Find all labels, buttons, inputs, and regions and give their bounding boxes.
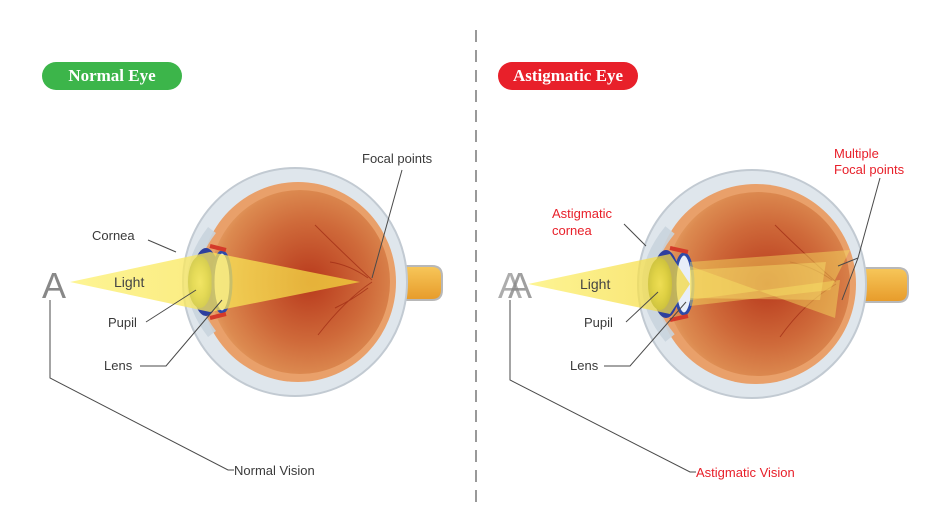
normal-vision-leader [49, 300, 234, 471]
label-normal-vision: Normal Vision [234, 463, 315, 478]
astig-lens-leader [604, 301, 687, 367]
astig-cornea-leader [623, 223, 647, 247]
normal-eye-badge: Normal Eye [42, 62, 182, 90]
label-multiple-focal-points: Focal points [834, 162, 905, 177]
normal-letter: A [42, 265, 66, 306]
light-beam-astig [528, 254, 690, 314]
astig-focal-leader-2 [841, 257, 859, 301]
label-cornea: Cornea [92, 228, 135, 243]
blood-vessels [314, 224, 373, 336]
astigmatic-eye-badge: Astigmatic Eye [498, 62, 638, 90]
label-light: Light [114, 274, 144, 290]
astig-letter-2: A [508, 265, 532, 306]
label-astig-light: Light [580, 276, 610, 292]
lens-leader [140, 299, 223, 367]
blood-vessels-astig [774, 224, 837, 338]
focal-leader [371, 169, 403, 279]
globe-interior-astig [666, 192, 850, 376]
astigmatic-eye-illustration: A A [498, 169, 909, 399]
normal-eye-illustration: A [42, 167, 443, 397]
label-pupil: Pupil [108, 315, 137, 330]
pupil-leader [145, 289, 197, 323]
scatter-beam-3 [690, 262, 826, 300]
astig-pupil-leader [625, 291, 659, 323]
astig-vision-leader [509, 300, 696, 473]
scatter-beam-1 [690, 250, 850, 306]
cornea-leader [147, 239, 177, 253]
label-astigmatic-vision: Astigmatic Vision [696, 465, 795, 480]
label-multiple: Multiple [834, 146, 879, 161]
astig-letter-1: A [498, 265, 522, 306]
light-beam [70, 252, 360, 312]
label-lens: Lens [104, 358, 133, 373]
label-astig-lens: Lens [570, 358, 599, 373]
scatter-beam-2 [690, 266, 840, 318]
ciliary-body-astig [669, 246, 689, 322]
label-astig-cornea-line2: cornea [552, 223, 593, 238]
label-astig-cornea-line1: Astigmatic [552, 206, 612, 221]
label-focal-points: Focal points [362, 151, 433, 166]
ciliary-body [209, 244, 227, 320]
label-astig-pupil: Pupil [584, 315, 613, 330]
